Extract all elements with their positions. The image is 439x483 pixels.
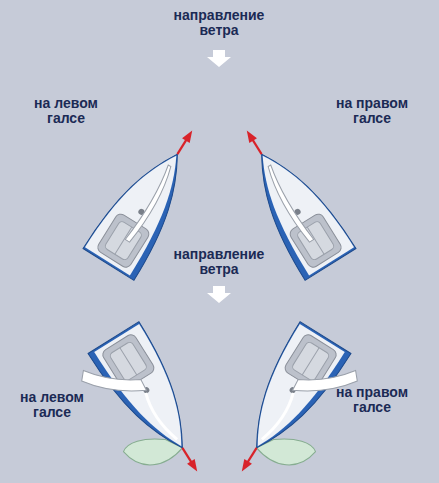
boat-port-tack-downwind [69,322,222,483]
wind-direction-label: направление ветра [164,8,274,38]
tack-label: на левом галсе [6,390,98,420]
tack-label: на правом галсе [326,96,418,126]
tack-label: на левом галсе [20,96,112,126]
wind-direction-label: направление ветра [164,247,274,277]
wind-arrow [207,50,231,67]
wind-arrow [207,286,231,303]
tack-label: на правом галсе [326,385,418,415]
boat-starboard-tack-downwind [216,322,369,483]
